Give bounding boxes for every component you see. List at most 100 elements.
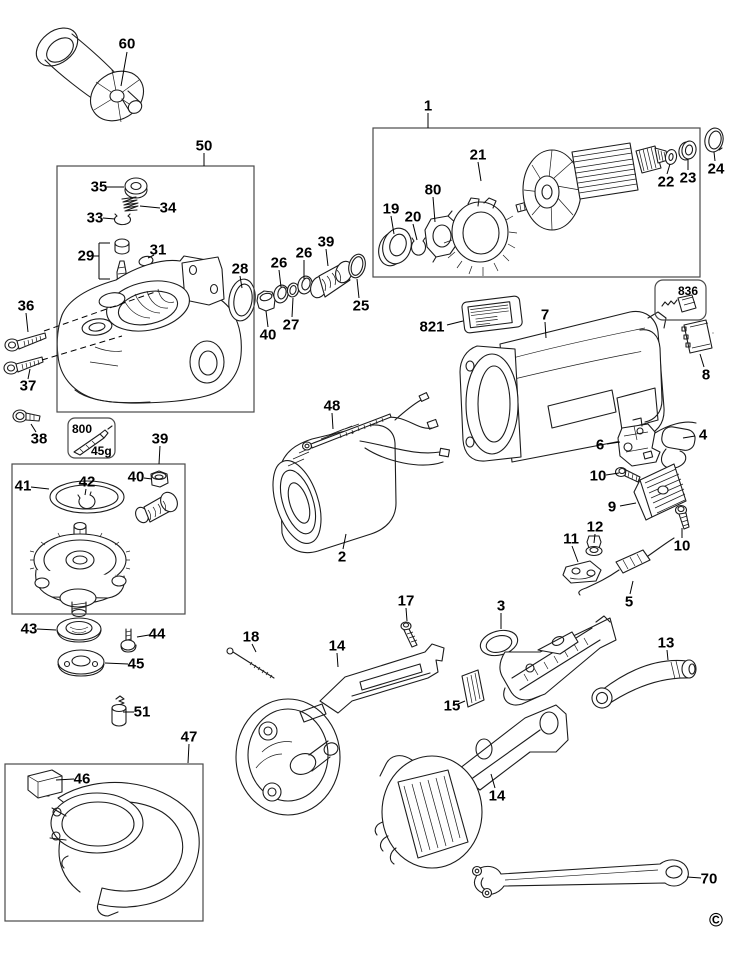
callout-19-5: 19 [383,201,400,218]
leader-60-0 [120,51,128,87]
leader-48-0 [331,412,334,430]
callout-42-46: 42 [79,474,96,491]
leader-80-0 [432,196,436,223]
callout-40-47: 40 [128,469,145,486]
leader-36-0 [25,312,29,333]
callout-37-17: 37 [20,378,37,395]
part-6-switch [617,417,661,467]
callout-70-55: 70 [701,871,718,888]
callout-17-38: 17 [398,593,415,610]
callout-40-19: 40 [260,327,277,344]
callout-12-33: 12 [587,519,604,536]
part-21-fan-baffle [443,197,518,276]
leader-28-0 [239,275,243,289]
callout-50-1: 50 [196,138,213,155]
leader-11-0 [571,545,579,563]
callout-38-18: 38 [31,431,48,448]
callout-11-34: 11 [563,531,579,548]
part-39-worm-b [135,491,178,524]
part-44-screw [120,628,137,653]
leader-10-0 [605,472,620,476]
grease-part-number: 800 [72,422,92,436]
assembly-41-box [11,463,186,615]
part-3-handle-chassis [479,615,617,706]
part-47-wheel-guard [27,769,200,917]
callout-23-8: 23 [680,170,697,187]
callout-21-3: 21 [470,147,487,164]
leader-27-0 [291,297,294,318]
leader-43-0 [36,628,57,631]
part-armature [515,142,669,231]
part-42-retaining-ring [77,491,96,509]
part-7-motor-housing [459,310,714,463]
part-39-threaded-collar [310,260,353,299]
leader-19-0 [390,215,395,235]
assembly-50-box [56,165,255,413]
callout-24-9: 24 [708,161,725,178]
leader-34-0 [139,205,161,209]
leader-39-0 [325,248,329,267]
part-gearcase-housing [56,255,242,404]
leader-20-0 [412,223,418,241]
callout-43-49: 43 [21,621,38,638]
leader-40-0 [265,310,269,328]
part-24-ring [704,127,724,153]
inset-836-box [654,279,707,321]
callout-26-22: 26 [296,245,313,262]
part-70-pin-wrench [471,859,689,899]
callout-36-16: 36 [18,298,35,315]
assembly-1-box [372,127,701,278]
part-2-field [272,392,450,554]
callout-14-44: 14 [489,788,506,805]
part-13-tube [591,659,697,709]
leader-9-0 [619,502,637,507]
inset-836-brush-icon [661,294,697,313]
callout-18-39: 18 [243,629,260,646]
leader-39-0 [158,445,161,465]
part-27-ring [286,282,300,298]
grease-amount: 45g [91,444,112,458]
part-9-vented-cover [633,463,687,521]
grease-note-box [67,417,116,459]
leader-22-0 [666,163,671,175]
leader-17-0 [405,607,408,622]
callout-41-45: 41 [15,478,32,495]
part-15-label-sticker [461,669,485,708]
leader-lines [25,51,716,879]
leader-14-0 [336,652,339,668]
part-38-screw [12,409,41,423]
callout-5-35: 5 [625,594,633,611]
leader-31-0 [147,254,155,259]
callout-48-36: 48 [324,398,341,415]
assembly-41-clutch-group [29,470,178,618]
leader-7-0 [544,321,547,339]
part-60-side-handle [35,27,145,123]
part-48-screw [301,413,392,451]
callout-47-53: 47 [181,729,198,746]
leader-4-0 [682,435,696,439]
part-14-housing-lower [374,704,569,869]
leader-2-0 [342,533,347,550]
part-821-label-sticker [461,295,523,334]
part-33-retaining-ring [113,213,132,226]
part-10-screw-b [674,504,690,530]
callout-4-29: 4 [699,427,708,444]
leader-12-0 [593,533,596,544]
part-40-nut-b [150,470,169,488]
callout-9-31: 9 [608,499,616,516]
leader-5-0 [629,580,634,595]
part-80-baffle-plate [424,210,460,263]
leader-24-0 [713,151,716,162]
part-20-retaining-ring [410,237,427,256]
callout-14-40: 14 [329,638,346,655]
assembly-50-gearcase-group [56,177,256,404]
part-10-screw-a [614,466,641,483]
part-4-capacitor [642,421,697,469]
leader-37-0 [27,368,31,380]
leader-14-0 [490,773,496,789]
callout-1-2: 1 [424,98,432,115]
leader-47-0 [187,743,190,764]
leader-26-0 [278,269,282,288]
part-17-screw [400,621,418,648]
part-18-screw [226,647,275,679]
